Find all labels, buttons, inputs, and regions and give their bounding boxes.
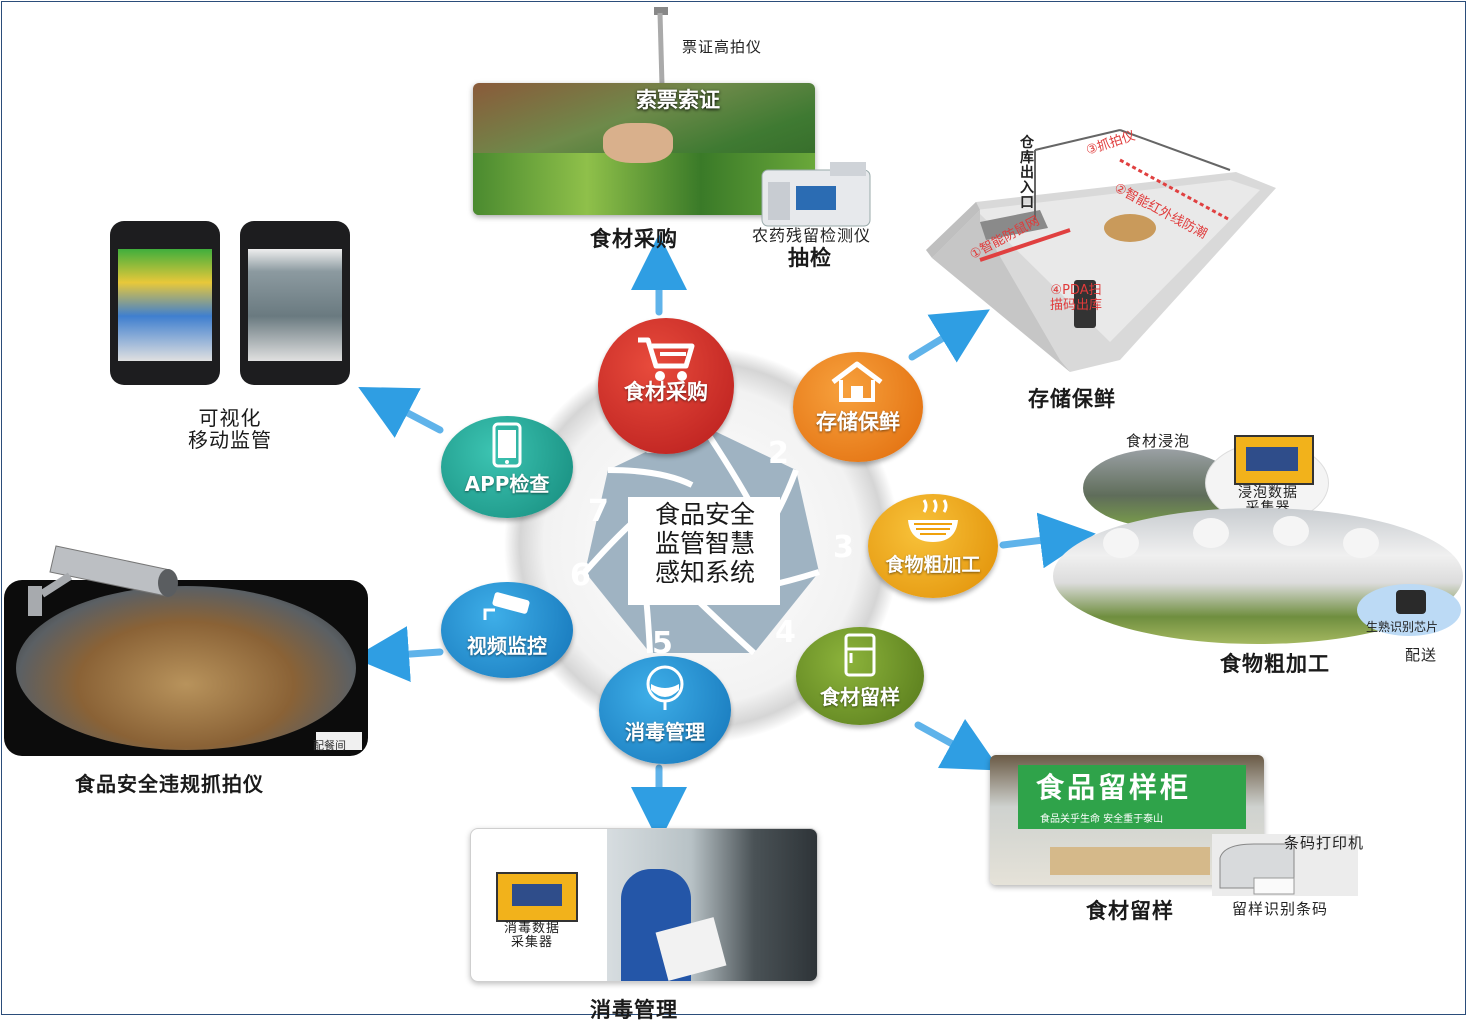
- mobile-caption-line: 移动监管: [188, 428, 272, 452]
- sample-cabinet-photo: [990, 755, 1264, 885]
- processing-caption: 食物粗加工: [1220, 652, 1330, 676]
- arrow-down-right: [914, 718, 1001, 771]
- mobile-caption-line: 可视化: [198, 406, 262, 430]
- step-number-5: 5: [652, 626, 673, 661]
- soak-label: 食材浸泡: [1126, 432, 1191, 450]
- cabinet-slogan: 食品关乎生命 安全重于泰山: [1040, 814, 1164, 825]
- flow-arrows: [353, 234, 1096, 843]
- node-label: 消毒管理: [625, 720, 705, 744]
- sample-caption: 食材留样: [1086, 899, 1174, 923]
- surveillance-camera-device: [28, 545, 178, 616]
- node-disinfect[interactable]: 消毒管理: [599, 656, 731, 764]
- arrow-up-left: [358, 386, 444, 438]
- photo-overlay-title: 索票索证: [636, 88, 720, 112]
- soak-collector-device: [1234, 435, 1314, 485]
- arrow-left: [353, 626, 444, 683]
- deliver-label: 配送: [1405, 646, 1438, 664]
- refrigerator-icon: [844, 633, 876, 677]
- node-label: APP检查: [464, 472, 550, 496]
- center-title-box: [628, 497, 780, 605]
- chip-label: 生熟识别芯片: [1366, 620, 1439, 634]
- mobile-caption: 可视化 移动监管: [150, 407, 310, 451]
- chip-icon: [1396, 590, 1426, 614]
- step-pda: ④PDA扫 描码出库: [1050, 283, 1102, 313]
- center-title-line: 食品安全: [654, 500, 755, 529]
- step-number-6: 6: [570, 558, 591, 593]
- disinfect-collector-label: 消毒数据 采集器: [504, 922, 560, 950]
- center-title-line: 感知系统: [654, 558, 755, 587]
- mask-face-icon: [646, 665, 684, 710]
- center-shutter: [582, 423, 820, 656]
- disinfect-collector-line: 采集器: [511, 935, 554, 950]
- pesticide-tester-device: [761, 162, 871, 227]
- node-label: 食物粗加工: [885, 554, 981, 576]
- step-pda-line: 描码出库: [1050, 298, 1103, 313]
- disinfect-collector-line: 消毒数据: [504, 921, 561, 936]
- node-video[interactable]: 视频监控: [441, 582, 573, 678]
- step-number-2: 2: [768, 436, 789, 471]
- disinfect-caption: 消毒管理: [590, 998, 678, 1022]
- barcode-caption: 留样识别条码: [1232, 900, 1329, 918]
- node-label: 视频监控: [467, 634, 547, 658]
- soak-collector-line: 浸泡数据: [1238, 485, 1298, 501]
- node-storage[interactable]: 存储保鲜: [793, 352, 923, 462]
- node-label: 食材采购: [624, 380, 708, 404]
- node-processing[interactable]: 食物粗加工: [868, 494, 998, 598]
- phone-right: [240, 221, 350, 385]
- procurement-caption: 食材采购: [590, 227, 678, 251]
- house-icon: [831, 361, 883, 402]
- node-label: 食材留样: [820, 685, 900, 709]
- arrow-up-right: [908, 309, 990, 363]
- warehouse-char: 入: [1020, 180, 1034, 196]
- procurement-photo: [473, 83, 815, 215]
- node-label: 存储保鲜: [816, 410, 900, 434]
- tester-label: 农药残留检测仪: [752, 226, 872, 245]
- storage-caption: 存储保鲜: [1028, 387, 1116, 411]
- node-procurement[interactable]: 食材采购: [598, 318, 734, 454]
- meal-room-photo: [4, 580, 368, 756]
- tester-caption: 抽检: [788, 246, 832, 270]
- shopping-cart-icon: [638, 337, 695, 381]
- smartphone-icon: [492, 422, 522, 468]
- warehouse-char: 口: [1020, 195, 1034, 211]
- node-sample[interactable]: 食材留样: [796, 627, 924, 725]
- barcode-printer-device: [1219, 843, 1295, 895]
- camera-caption: 食品安全违规抓拍仪: [75, 772, 264, 796]
- node-app[interactable]: APP检查: [441, 416, 573, 518]
- warehouse-char: 出: [1020, 165, 1034, 181]
- warehouse-label: 仓 库 出 入 口: [1018, 136, 1036, 211]
- step-number-4: 4: [775, 615, 796, 650]
- phone-left: [110, 221, 220, 385]
- arrow-right: [999, 512, 1096, 569]
- step-number-3: 3: [833, 530, 854, 565]
- device-label: 票证高拍仪: [682, 38, 763, 56]
- center-title-line: 监管智慧: [654, 529, 755, 558]
- cctv-camera-icon: [483, 592, 530, 620]
- warehouse-char: 仓: [1020, 135, 1034, 151]
- cabinet-title: 食品留样柜: [1036, 771, 1192, 804]
- warehouse-char: 库: [1020, 150, 1034, 166]
- warehouse-diagram: [926, 129, 1276, 372]
- printer-label: 条码打印机: [1284, 834, 1365, 852]
- room-label: 配餐间: [313, 739, 346, 752]
- disinfect-collector-device: [496, 872, 578, 922]
- noodle-bowl-icon: [908, 499, 958, 542]
- center-title: 食品安全 监管智慧 感知系统: [630, 500, 780, 587]
- step-number-7: 7: [588, 494, 609, 529]
- step-pda-line: ④PDA扫: [1050, 283, 1102, 298]
